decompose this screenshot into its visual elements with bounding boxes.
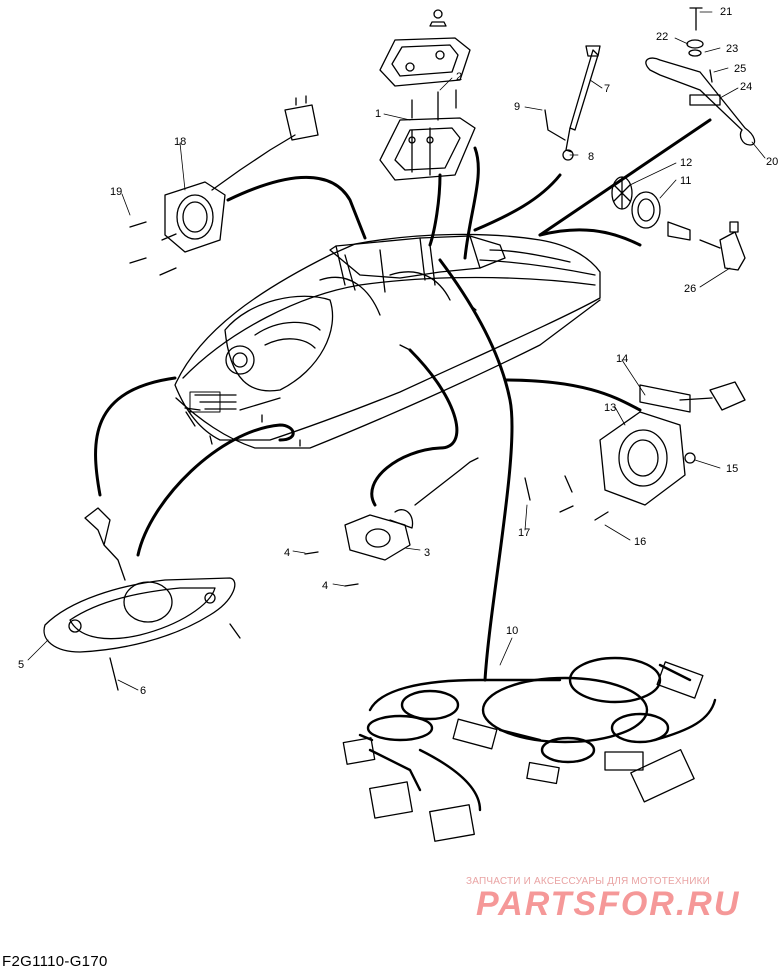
part-callout-26: 26	[684, 283, 696, 295]
leader-lines	[27, 11, 766, 691]
part-callout-14: 14	[616, 353, 628, 365]
part-callout-21: 21	[720, 6, 732, 18]
part-callout-8: 8	[588, 151, 594, 163]
part-callout-5: 5	[18, 659, 24, 671]
part-callout-25: 25	[734, 63, 746, 75]
part-callout-18: 18	[174, 136, 186, 148]
part-callout-7: 7	[604, 83, 610, 95]
part-callout-17: 17	[518, 527, 530, 539]
part-callout-4: 4	[322, 580, 328, 592]
part-callout-24: 24	[740, 81, 752, 93]
hatch-plate-part-1	[379, 9, 476, 181]
cover-part-5	[43, 507, 241, 691]
watermark-logo: PARTSFOR.RU	[476, 885, 741, 923]
diagram-code: F2G1110-G170	[2, 953, 108, 970]
part-callout-23: 23	[726, 43, 738, 55]
wiring-harness-part-10	[358, 656, 717, 812]
part-callout-12: 12	[680, 157, 692, 169]
part-callout-13: 13	[604, 402, 616, 414]
speaker-plate-part-18	[129, 95, 319, 276]
part-callout-19: 19	[110, 186, 122, 198]
part-callout-15: 15	[726, 463, 738, 475]
part-callouts: 1234456789101112131415161718192021222324…	[18, 6, 778, 697]
part-callout-2: 2	[456, 71, 462, 83]
part-callout-1: 1	[375, 108, 381, 120]
part-callout-6: 6	[140, 685, 146, 697]
part-callout-4: 4	[284, 547, 290, 559]
bracket-part-20	[645, 7, 756, 146]
part-callout-9: 9	[514, 101, 520, 113]
boat-hull-drawing	[174, 233, 601, 449]
rod-part-7	[544, 45, 601, 161]
part-callout-10: 10	[506, 625, 518, 637]
sensor-parts-11-12-26	[611, 176, 746, 271]
part-callout-11: 11	[680, 175, 691, 187]
light-part-3	[304, 457, 479, 587]
watermark-tagline: ЗАПЧАСТИ И АКСЕССУАРЫ ДЛЯ МОТОТЕХНИКИ	[466, 876, 711, 887]
part-callout-3: 3	[424, 547, 430, 559]
assembly-arrows	[94, 118, 712, 682]
harness-connectors	[342, 661, 704, 842]
speaker-assembly-part-13	[524, 381, 746, 521]
part-callout-16: 16	[634, 536, 646, 548]
part-callout-20: 20	[766, 156, 778, 168]
part-callout-22: 22	[656, 31, 668, 43]
